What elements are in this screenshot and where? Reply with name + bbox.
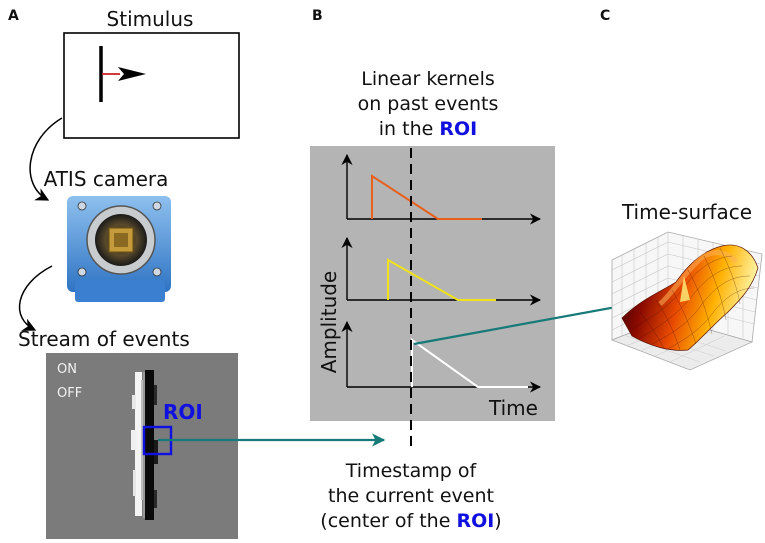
timestamp-line3-suffix: ) bbox=[494, 510, 501, 532]
time-surface-title: Time-surface bbox=[621, 200, 752, 224]
kernels-title-line3: in the ROI bbox=[379, 118, 477, 140]
event-stream-image: ON OFF ROI bbox=[46, 353, 238, 539]
panel-label-a: A bbox=[8, 8, 19, 24]
timestamp-line3: (center of the ROI) bbox=[320, 510, 501, 532]
roi-label: ROI bbox=[163, 400, 203, 424]
kernel-2-curve bbox=[387, 258, 496, 301]
time-label: Time bbox=[488, 396, 538, 420]
stimulus-title: Stimulus bbox=[107, 7, 194, 31]
timestamp-line3-prefix: (center of the bbox=[320, 510, 456, 532]
off-label: OFF bbox=[57, 386, 82, 401]
timestamp-line1: Timestamp of bbox=[345, 460, 478, 482]
stimulus-box bbox=[63, 32, 240, 139]
motion-arrowhead-icon bbox=[118, 67, 146, 81]
panel-label-c: C bbox=[600, 8, 610, 24]
timestamp-line3-roi: ROI bbox=[456, 510, 494, 532]
curved-arrow-camera-to-stream bbox=[18, 265, 53, 331]
amplitude-label: Amplitude bbox=[317, 271, 341, 374]
kernels-plot: Amplitude Time bbox=[310, 146, 555, 421]
stream-label: Stream of events bbox=[18, 327, 190, 351]
timestamp-line2: the current event bbox=[328, 485, 494, 507]
kernel-1-curve bbox=[371, 174, 482, 220]
time-surface-plot bbox=[610, 231, 763, 371]
curved-arrow-stimulus-to-camera bbox=[29, 117, 63, 201]
camera-label: ATIS camera bbox=[44, 167, 169, 191]
on-label: ON bbox=[57, 362, 77, 377]
panel-label-b: B bbox=[312, 8, 323, 24]
kernels-title-line2: on past events bbox=[358, 93, 499, 115]
camera-image bbox=[67, 196, 171, 302]
kernels-title-in-the: in the bbox=[379, 118, 440, 140]
kernels-title-roi: ROI bbox=[439, 118, 477, 140]
kernels-title-line1: Linear kernels bbox=[361, 68, 495, 90]
